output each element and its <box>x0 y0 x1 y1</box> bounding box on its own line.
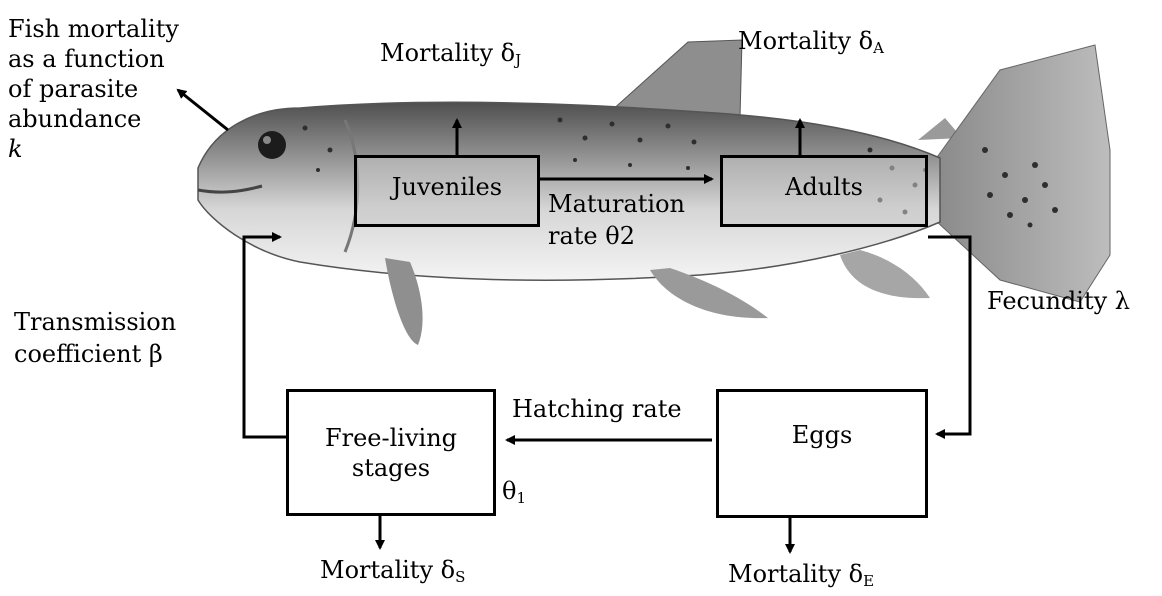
free-living-mortality-sub: S <box>455 568 465 586</box>
transmission-line2: coefficient β <box>14 338 176 370</box>
eggs-box: Eggs <box>716 389 928 518</box>
pelvic-fin <box>650 268 768 318</box>
transmission-label: Transmission coefficient β <box>14 306 176 370</box>
fish-mortality-line: abundance <box>8 104 179 134</box>
fish-mortality-pointer <box>178 90 228 130</box>
hatching-theta-label: θ1 <box>502 476 526 513</box>
maturation-line1: Maturation <box>548 188 685 220</box>
egg-mortality-sub: E <box>863 572 874 590</box>
adult-mortality-label: Mortality δA <box>738 26 884 63</box>
juveniles-box: Juveniles <box>354 155 540 227</box>
tail-fin <box>935 45 1110 302</box>
free-living-box: Free-living stages <box>286 389 496 516</box>
transmission-line1: Transmission <box>14 306 176 338</box>
free-living-label-line2: stages <box>325 453 457 483</box>
adult-mortality-sub: A <box>873 39 884 57</box>
fecundity-label: Fecundity λ <box>987 286 1130 316</box>
fish-mortality-line: as a function <box>8 44 179 74</box>
juveniles-label: Juveniles <box>392 172 502 202</box>
free-living-label-line1: Free-living <box>325 423 457 453</box>
fish-eye <box>258 131 286 159</box>
maturation-label: Maturation rate θ2 <box>548 188 685 252</box>
transmission-arrow <box>244 237 286 437</box>
fish-mortality-k: k <box>8 134 179 164</box>
hatching-label: Hatching rate <box>512 394 682 424</box>
adults-label: Adults <box>785 172 863 202</box>
juvenile-mortality-label: Mortality δJ <box>380 38 521 75</box>
anal-fin <box>840 250 930 298</box>
egg-mortality-label: Mortality δE <box>728 559 874 596</box>
fish-mortality-line: of parasite <box>8 74 179 104</box>
hatching-theta-sub: 1 <box>516 489 526 507</box>
fish-mortality-line: Fish mortality <box>8 14 179 44</box>
fecundity-arrow <box>928 237 970 434</box>
adults-box: Adults <box>720 155 928 227</box>
free-living-mortality-label: Mortality δS <box>320 555 465 592</box>
eggs-label: Eggs <box>792 420 853 450</box>
dorsal-fin <box>610 40 742 118</box>
fish-mortality-note: Fish mortality as a function of parasite… <box>8 14 179 164</box>
juvenile-mortality-sub: J <box>515 51 521 69</box>
maturation-line2: rate θ2 <box>548 220 685 252</box>
